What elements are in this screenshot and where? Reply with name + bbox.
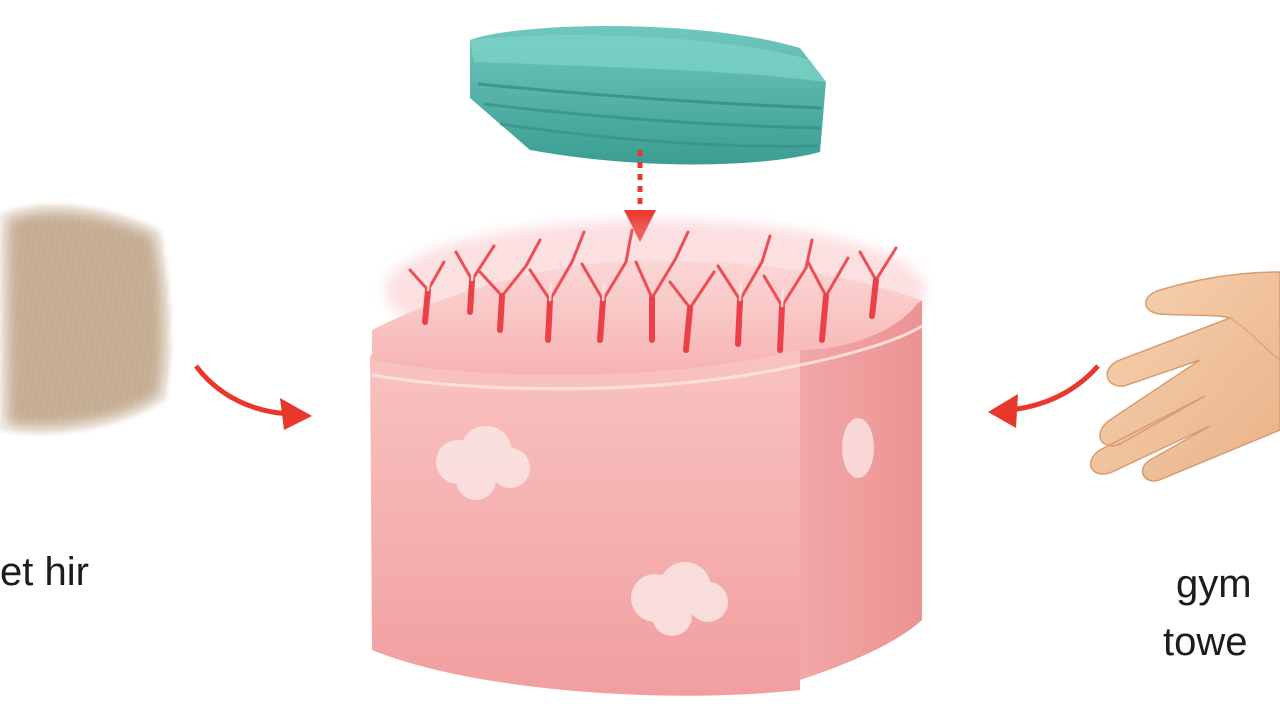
skin-patch [631, 562, 728, 636]
folded-towel-icon [470, 25, 826, 165]
left-arrow-head [280, 398, 312, 430]
right-arrow-head [988, 394, 1018, 428]
vessel-group [408, 228, 898, 353]
open-hand-icon [1089, 271, 1280, 482]
skin-patch [842, 418, 874, 478]
vessel-highlights [426, 264, 785, 308]
towel-label-line2: towe [1163, 620, 1248, 664]
skin-patch [436, 426, 530, 500]
towel-label-line1: gym [1176, 562, 1252, 606]
right-arrow [1009, 364, 1100, 413]
hair-label: et hir [0, 550, 89, 594]
vessel [422, 277, 879, 353]
left-arrow [194, 364, 291, 417]
vessel-branches [408, 228, 898, 310]
hair-patch-icon [0, 197, 179, 441]
skin-block-icon [370, 220, 925, 696]
